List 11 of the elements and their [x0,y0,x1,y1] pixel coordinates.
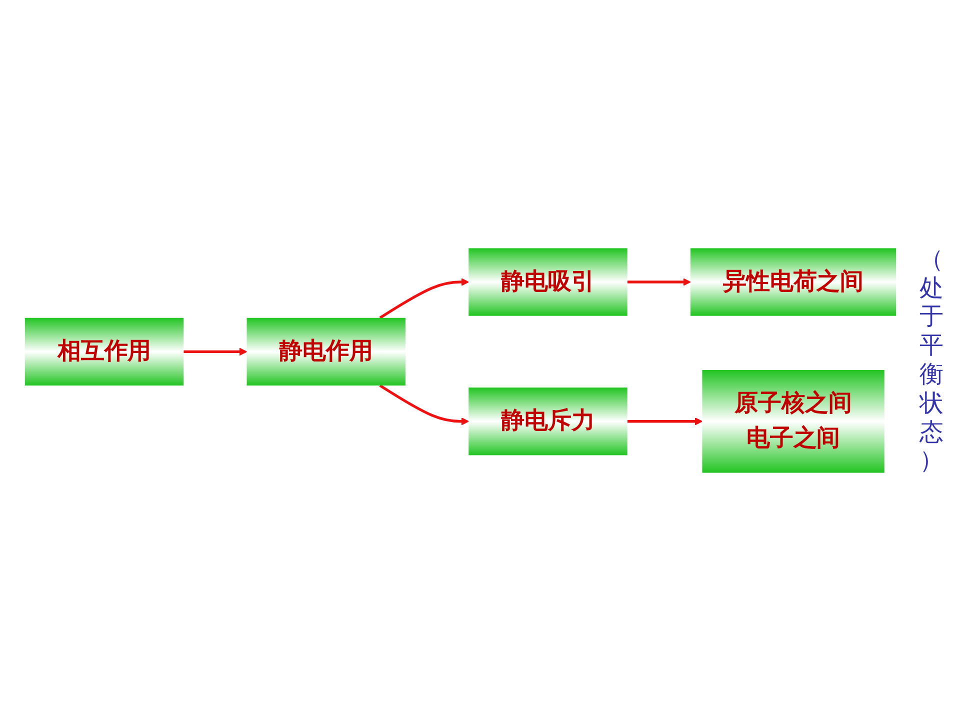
node-box: 异性电荷之间 [690,248,896,316]
node-box: 静电吸引 [468,248,628,316]
node-box: 原子核之间 电子之间 [702,369,884,472]
node-box: 静电作用 [246,317,406,386]
arrow [184,347,248,356]
node-box: 静电斥力 [468,387,628,455]
arrow [379,278,469,319]
arrow [379,384,469,425]
arrow [627,416,702,425]
arrow [627,278,691,286]
note-text: （处于平衡状态） [918,244,944,476]
